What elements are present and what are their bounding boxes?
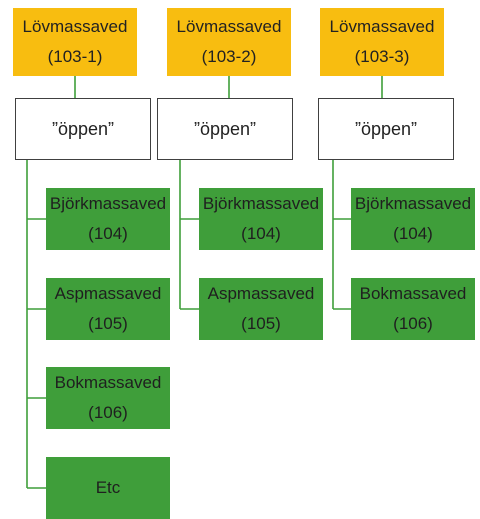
- leaf-node-code: (106): [393, 314, 433, 333]
- leaf-node-name: Bokmassaved: [359, 284, 467, 303]
- head-node-name: Lövmassaved: [22, 17, 128, 36]
- open-node-label: ”öppen”: [51, 119, 115, 139]
- head-node-name: Lövmassaved: [329, 17, 435, 36]
- head-node-code: (103-2): [201, 47, 257, 66]
- leaf-node-aspmassaved: Aspmassaved (105): [199, 278, 323, 340]
- leaf-node-bokmassaved: Bokmassaved (106): [46, 367, 170, 429]
- leaf-node-bjorkmassaved: Björkmassaved (104): [351, 188, 475, 250]
- open-node-2: ”öppen”: [157, 98, 293, 160]
- leaf-node-name: Björkmassaved: [202, 194, 320, 213]
- head-node-name: Lövmassaved: [176, 17, 282, 36]
- leaf-node-name: Aspmassaved: [54, 284, 162, 303]
- leaf-node-name: Bokmassaved: [54, 373, 162, 392]
- leaf-node-code: (105): [88, 314, 128, 333]
- leaf-node-code: (106): [88, 403, 128, 422]
- leaf-node-bjorkmassaved: Björkmassaved (104): [199, 188, 323, 250]
- leaf-node-code: (104): [241, 224, 281, 243]
- open-node-3: ”öppen”: [318, 98, 454, 160]
- open-node-1: ”öppen”: [15, 98, 151, 160]
- leaf-node-name: Björkmassaved: [354, 194, 472, 213]
- head-node-103-1: Lövmassaved (103-1): [13, 8, 137, 76]
- leaf-node-etc: Etc: [46, 457, 170, 519]
- leaf-node-name: Björkmassaved: [49, 194, 167, 213]
- leaf-node-code: (104): [88, 224, 128, 243]
- open-node-label: ”öppen”: [354, 119, 418, 139]
- head-node-code: (103-1): [47, 47, 103, 66]
- leaf-node-name: Etc: [95, 478, 121, 497]
- leaf-node-code: (105): [241, 314, 281, 333]
- leaf-node-bjorkmassaved: Björkmassaved (104): [46, 188, 170, 250]
- leaf-node-name: Aspmassaved: [207, 284, 315, 303]
- head-node-code: (103-3): [354, 47, 410, 66]
- head-node-103-3: Lövmassaved (103-3): [320, 8, 444, 76]
- open-node-label: ”öppen”: [193, 119, 257, 139]
- leaf-node-bokmassaved: Bokmassaved (106): [351, 278, 475, 340]
- leaf-node-aspmassaved: Aspmassaved (105): [46, 278, 170, 340]
- head-node-103-2: Lövmassaved (103-2): [167, 8, 291, 76]
- leaf-node-code: (104): [393, 224, 433, 243]
